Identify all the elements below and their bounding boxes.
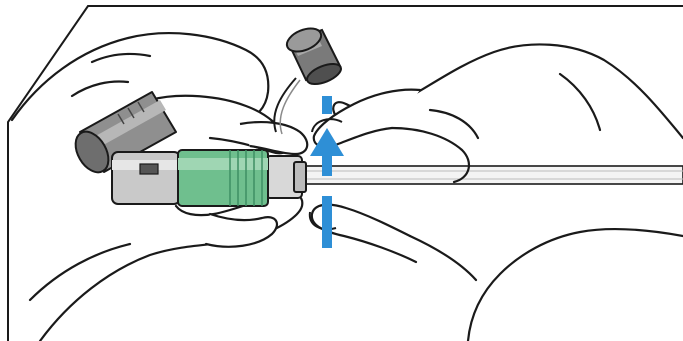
instrument-shaft-icon (300, 166, 683, 184)
dust-cap-icon (284, 24, 344, 88)
right-hand-icon (312, 44, 683, 341)
green-grip-ring-icon (178, 150, 268, 206)
